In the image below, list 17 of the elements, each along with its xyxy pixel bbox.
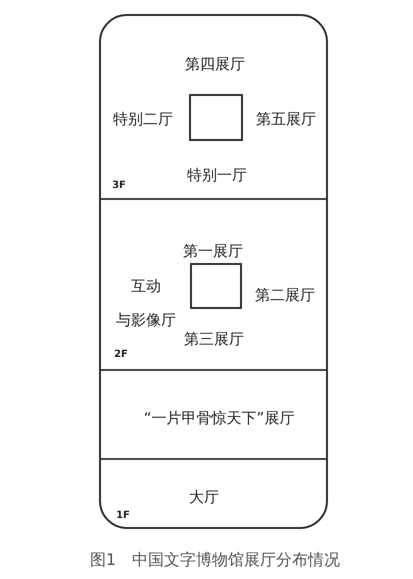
hall-label: 第三展厅	[184, 330, 244, 348]
hall-label: 第二展厅	[255, 286, 315, 304]
floor-label: 3F	[112, 180, 126, 192]
floor-label: 2F	[114, 349, 128, 361]
hall-label: 特别二厅	[113, 110, 173, 128]
hall-label: 大厅	[189, 488, 219, 506]
floor-label: 1F	[116, 510, 130, 522]
atrium-box	[189, 94, 243, 141]
figure-caption: 图1 中国文字博物馆展厅分布情况	[90, 551, 340, 569]
hall-label: “一片甲骨惊天下”展厅	[144, 409, 294, 427]
hall-label: 第四展厅	[185, 55, 245, 73]
building-outline	[99, 14, 328, 529]
atrium-box	[190, 263, 242, 309]
hall-label: 第五展厅	[256, 110, 316, 128]
hall-label: 特别一厅	[187, 166, 247, 184]
hall-label: 第一展厅	[183, 242, 243, 260]
hall-label: 互动与影像厅	[116, 276, 176, 331]
